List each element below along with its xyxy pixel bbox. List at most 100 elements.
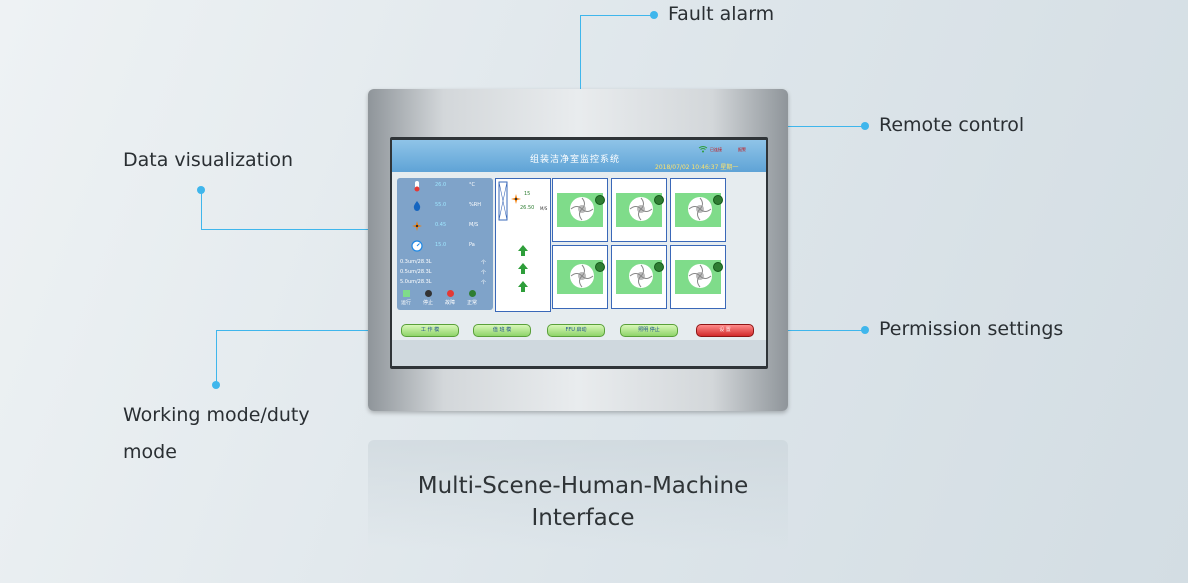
ffu-status-led [713, 195, 723, 205]
working-mode-label-line1: Working mode/duty [123, 404, 310, 426]
ffu-fan-icon [688, 197, 712, 221]
ffu-unit[interactable] [670, 245, 726, 309]
ffu-status-tile [557, 193, 605, 227]
temperature-unit: °C [469, 182, 475, 188]
legend-stopped: 停止 [423, 300, 434, 306]
fault-alarm-leader-horizontal [580, 15, 652, 16]
particle-label: 0.3um/28.3L [400, 259, 432, 265]
pressure-unit: Pa [469, 242, 475, 248]
fault-indicator-icon [447, 290, 454, 297]
permission-settings-leader [748, 330, 864, 331]
fan-speed-unit: M/S [540, 206, 548, 211]
permission-settings-label: Permission settings [879, 318, 1064, 340]
air-handler-panel: 15 26.50 M/S [495, 178, 551, 312]
ffu-status-tile [616, 260, 664, 294]
wifi-icon[interactable] [698, 145, 708, 153]
device-reflection [368, 440, 788, 550]
work-mode-button[interactable]: 工 作 模 [401, 324, 459, 337]
supply-fan-icon[interactable] [510, 193, 522, 205]
data-visualization-label: Data visualization [123, 149, 294, 171]
screen-footer [392, 340, 766, 366]
particle-unit: 个 [481, 270, 487, 276]
alarm-status: 报警 [738, 147, 746, 152]
ffu-grid [552, 178, 730, 310]
filter-icon [498, 181, 508, 221]
reading-row: 55.0 %RH [399, 200, 491, 214]
ffu-fan-icon [629, 197, 653, 221]
ffu-status-tile [675, 193, 723, 227]
ffu-status-led [713, 262, 723, 272]
particle-label: 0.5um/28.3L [400, 269, 432, 275]
status-legend: 运行 停止 故障 正常 [399, 290, 491, 308]
permission-settings-dot [861, 326, 869, 334]
pressure-value: 15.0 [435, 242, 447, 248]
product-caption: Multi-Scene-Human-Machine Interface [383, 470, 783, 534]
remote-control-dot [861, 122, 869, 130]
connection-status: 已连接 [710, 147, 722, 152]
fan-top-value: 15 [524, 191, 531, 197]
reading-row: 15.0 Pa [399, 240, 491, 254]
duty-mode-button[interactable]: 值 班 模 [473, 324, 531, 337]
airflow-arrows-icon [518, 245, 528, 292]
ffu-unit[interactable] [611, 245, 667, 309]
ffu-start-button[interactable]: FFU 启动 [547, 324, 605, 337]
particle-row: 0.3um/28.3L 个 [399, 258, 491, 272]
fault-alarm-label: Fault alarm [668, 3, 775, 25]
particle-unit: 个 [481, 260, 487, 266]
particle-unit: 个 [481, 280, 487, 286]
humidity-icon [413, 201, 421, 211]
lighting-stop-button[interactable]: 照明 停止 [620, 324, 678, 337]
caption-line2: Interface [531, 505, 635, 531]
working-mode-dot [212, 381, 220, 389]
pressure-gauge-icon [411, 240, 423, 252]
temperature-icon [414, 181, 420, 192]
running-indicator-icon [403, 290, 410, 297]
air-speed-value: 0.45 [435, 222, 447, 228]
working-mode-leader-vertical [216, 330, 217, 384]
settings-button[interactable]: 设 置 [696, 324, 754, 337]
fan-speed-icon [412, 221, 422, 231]
ffu-unit[interactable] [611, 178, 667, 242]
legend-normal: 正常 [467, 300, 478, 306]
fault-alarm-dot [650, 11, 658, 19]
screen-title: 组装洁净室监控系统 [530, 155, 621, 165]
stopped-indicator-icon [425, 290, 432, 297]
hmi-screen[interactable]: 已连接 报警 组装洁净室监控系统 2018/07/02 10:46:37 星期一… [392, 140, 766, 366]
humidity-value: 55.0 [435, 202, 447, 208]
legend-running: 运行 [401, 300, 412, 306]
reading-row: 0.45 M/S [399, 220, 491, 234]
humidity-unit: %RH [469, 202, 481, 208]
particle-row: 0.5um/28.3L 个 [399, 268, 491, 282]
ffu-status-led [654, 262, 664, 272]
ffu-fan-icon [688, 264, 712, 288]
working-mode-label: Working mode/duty mode [123, 397, 343, 471]
ffu-status-led [654, 195, 664, 205]
ffu-fan-icon [570, 197, 594, 221]
ffu-unit[interactable] [552, 245, 608, 309]
ffu-status-tile [616, 193, 664, 227]
normal-indicator-icon [469, 290, 476, 297]
ffu-fan-icon [570, 264, 594, 288]
temperature-value: 26.0 [435, 182, 447, 188]
data-visualization-leader-vertical [201, 190, 202, 229]
ffu-status-led [595, 262, 605, 272]
working-mode-label-line2: mode [123, 441, 177, 463]
ffu-status-led [595, 195, 605, 205]
fan-speed-value: 26.50 [520, 205, 535, 211]
working-mode-leader-horizontal [216, 330, 412, 331]
legend-fault: 故障 [445, 300, 456, 306]
remote-control-label: Remote control [879, 114, 1025, 136]
mode-button-bar: 工 作 模 值 班 模 FFU 启动 照明 停止 设 置 [392, 320, 766, 340]
environment-panel: 26.0 °C 55.0 %RH 0.45 M/S 15.0 Pa 0.3um/… [397, 178, 493, 310]
ffu-unit[interactable] [670, 178, 726, 242]
particle-label: 5.0um/28.3L [400, 279, 432, 285]
ffu-unit[interactable] [552, 178, 608, 242]
air-speed-unit: M/S [469, 222, 479, 228]
data-visualization-leader-horizontal [201, 229, 415, 230]
ffu-status-tile [675, 260, 723, 294]
ffu-fan-icon [629, 264, 653, 288]
caption-line1: Multi-Scene-Human-Machine [417, 473, 749, 499]
screen-header: 已连接 报警 组装洁净室监控系统 2018/07/02 10:46:37 星期一 [392, 140, 766, 172]
ffu-status-tile [557, 260, 605, 294]
reading-row: 26.0 °C [399, 180, 491, 194]
